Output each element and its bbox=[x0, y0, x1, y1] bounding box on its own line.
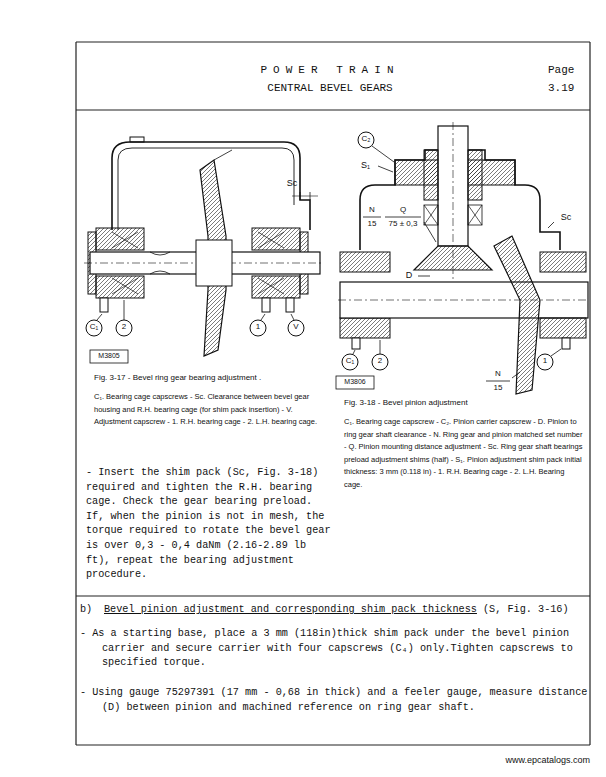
set-number: N bbox=[491, 369, 505, 379]
instruction-step: - As a starting base, place a 3 mm (118i… bbox=[80, 627, 588, 671]
dimension-label: 15 bbox=[362, 219, 382, 229]
figure-legend: C₁. Bearing cage capscrews - Sc. Clearan… bbox=[94, 391, 326, 429]
page-number: 3.19 bbox=[548, 82, 588, 95]
figure-caption: Fig. 3-17 - Bevel ring gear bearing adju… bbox=[94, 373, 330, 383]
page-label: Page bbox=[548, 64, 588, 77]
dimension-label: Q bbox=[396, 205, 410, 215]
image-number: M3806 bbox=[336, 378, 374, 386]
set-number: 15 bbox=[488, 383, 508, 393]
dimension-label: 75 ± 0,3 bbox=[383, 219, 423, 229]
callout-number: 2 bbox=[370, 356, 390, 366]
section-letter: b) bbox=[80, 603, 92, 618]
figure-legend: C₁. Bearing cage capscrew - C₂. Pinion c… bbox=[344, 416, 584, 491]
callout-number: 1 bbox=[535, 356, 555, 366]
section-heading: CENTRAL BEVEL GEARS bbox=[200, 82, 460, 95]
image-number: M3805 bbox=[90, 352, 128, 360]
watermark: www.epcatalogs.com bbox=[440, 755, 590, 766]
callout-number: C₁ bbox=[340, 356, 360, 366]
dimension-label: D bbox=[402, 270, 416, 281]
callout-number: 1 bbox=[248, 322, 268, 332]
callout-number: V bbox=[286, 322, 306, 332]
instruction-text: - Insert the shim pack (Sc, Fig. 3-18) r… bbox=[86, 466, 334, 583]
page-title: POWER TRAIN bbox=[180, 64, 480, 77]
section-heading: Bevel pinion adjustment and correspondin… bbox=[104, 603, 477, 618]
dimension-label: Sc bbox=[281, 178, 303, 189]
figure-caption: Fig. 3-18 - Bevel pinion adjustment bbox=[344, 398, 584, 408]
instruction-step: - Using gauge 75297391 (17 mm - 0,68 in … bbox=[80, 686, 588, 715]
dimension-label: S₁ bbox=[361, 160, 379, 171]
callout-number: 2 bbox=[114, 322, 134, 332]
dimension-label: N bbox=[365, 205, 379, 215]
dimension-label: Sc bbox=[555, 212, 577, 223]
callout-number: C₁ bbox=[84, 322, 104, 332]
callout-number: C₂ bbox=[356, 134, 376, 144]
section-reference: (S, Fig. 3-16) bbox=[483, 603, 569, 618]
